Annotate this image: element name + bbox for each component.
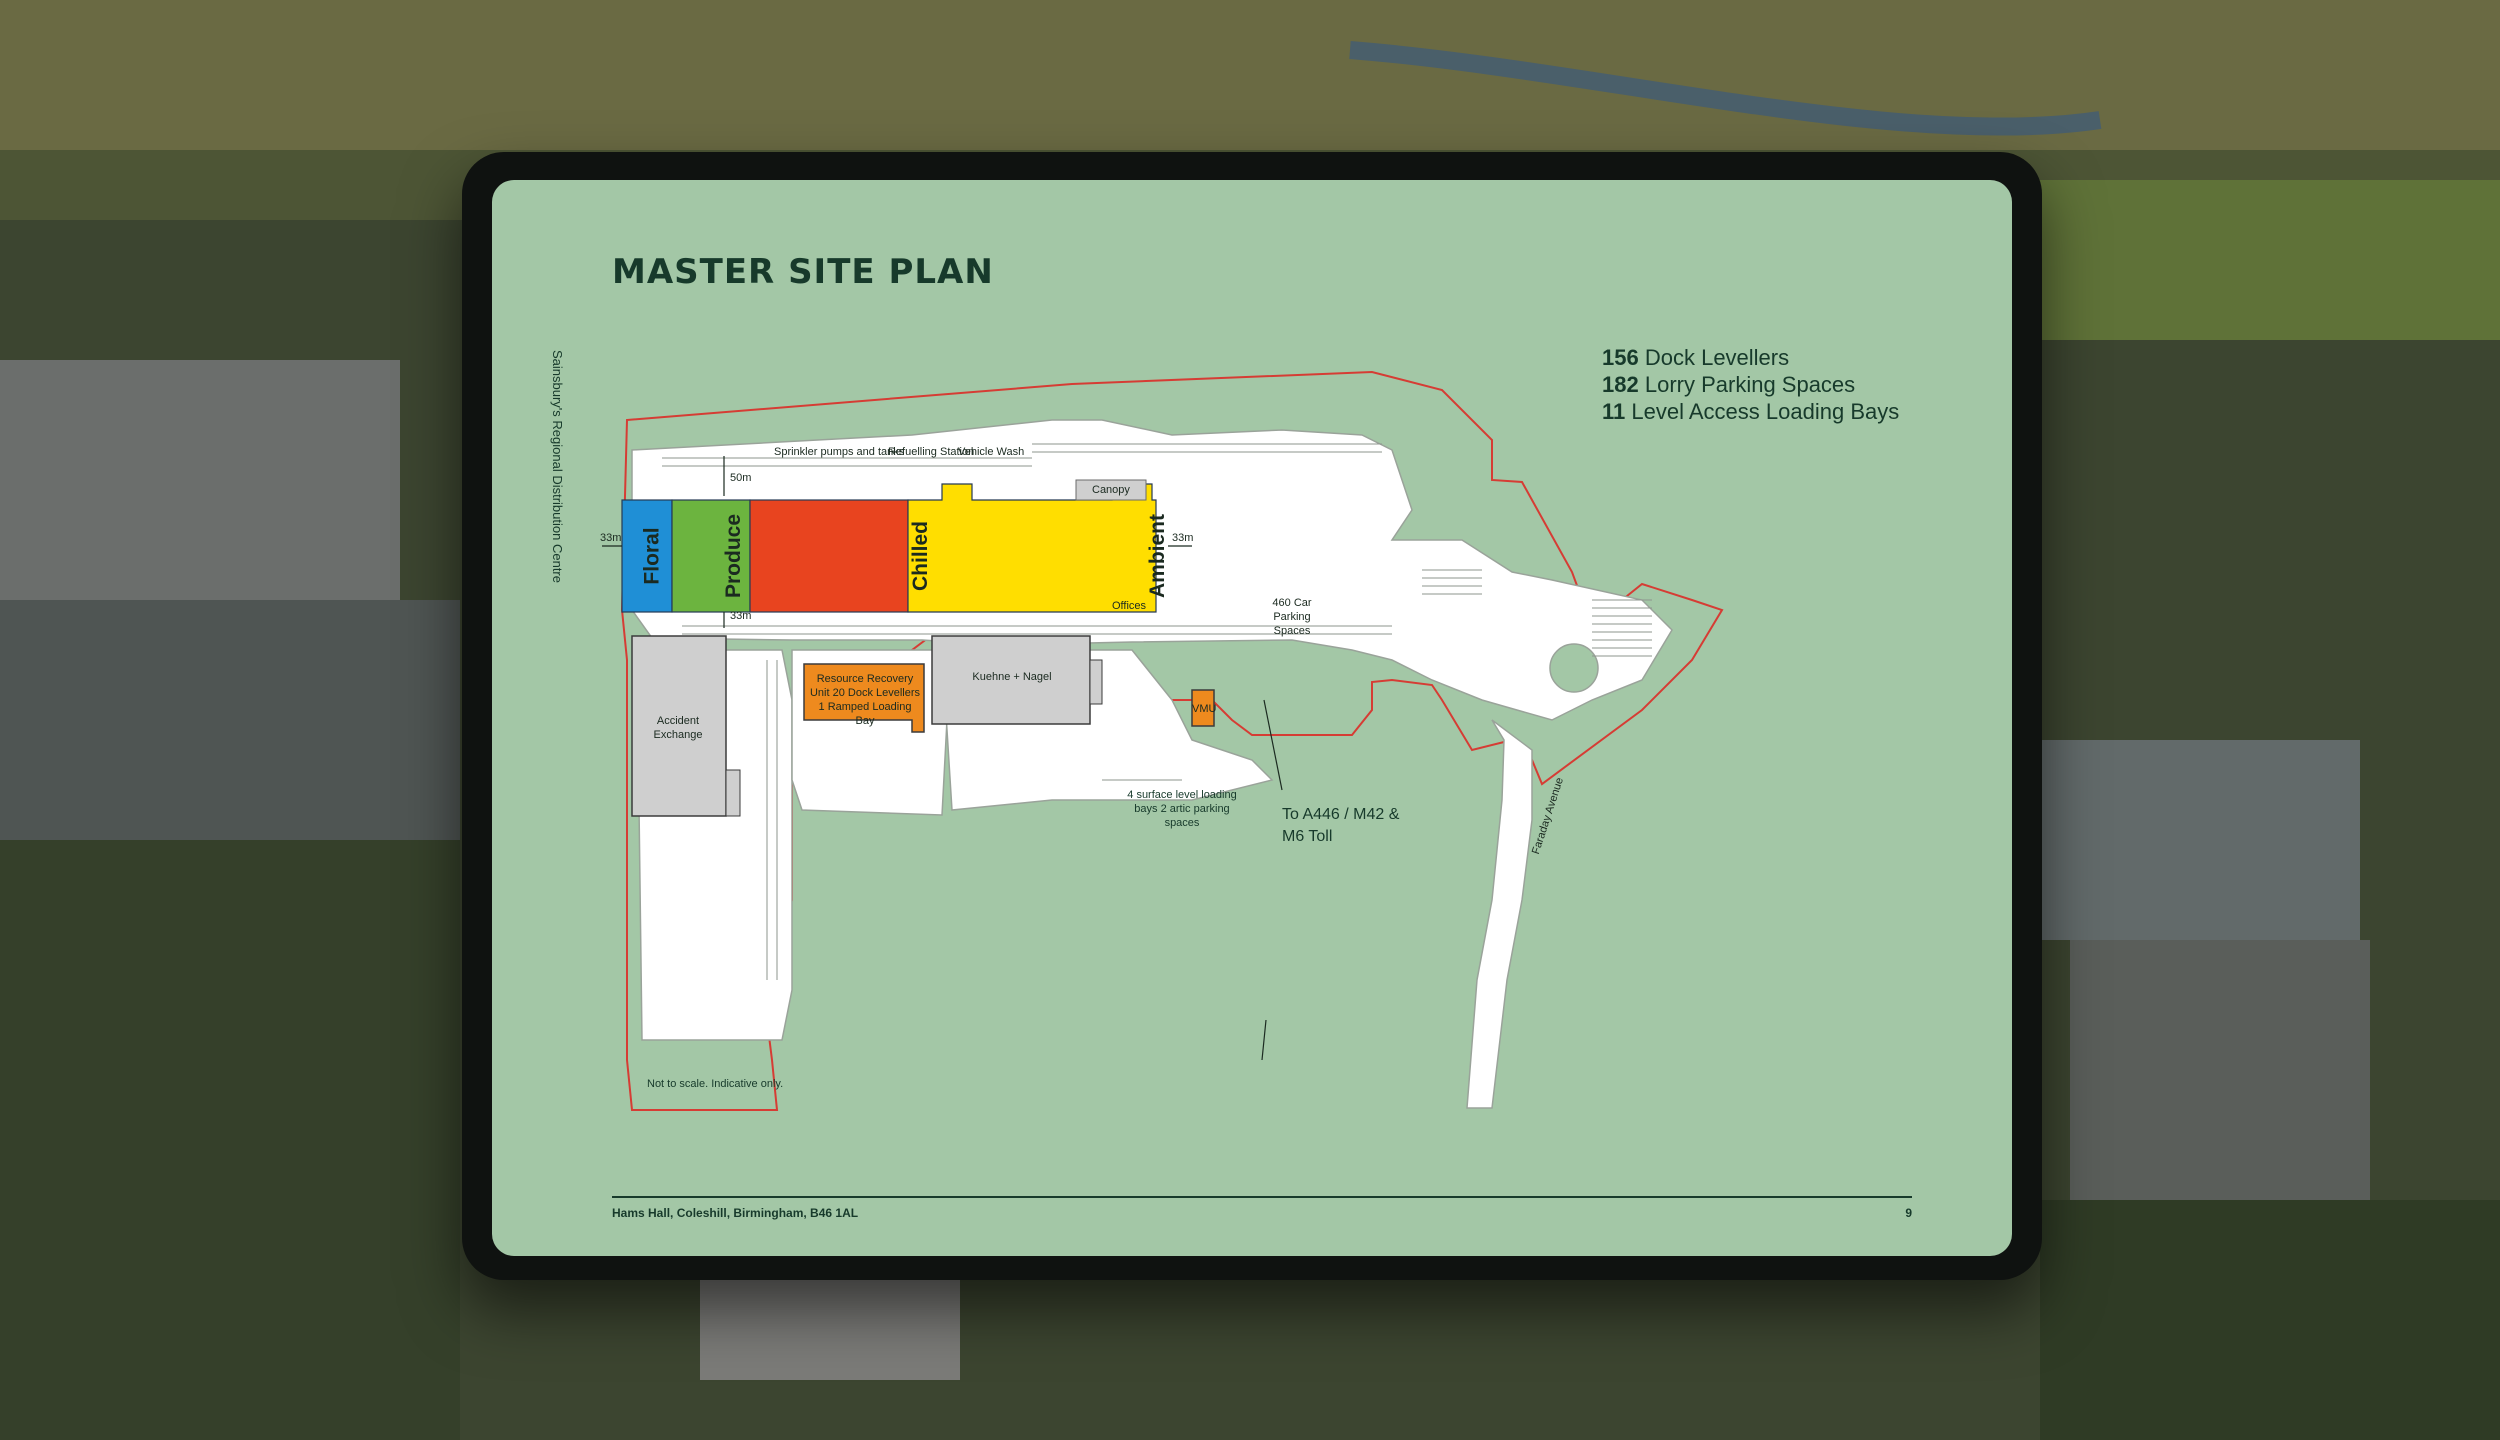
sprinkler-label: Sprinkler pumps and tanks xyxy=(774,446,905,458)
stat-level-access: 11 Level Access Loading Bays xyxy=(1602,399,1900,424)
site-plan-map xyxy=(602,370,1724,1111)
not-to-scale-note: Not to scale. Indicative only. xyxy=(647,1078,784,1090)
canopy-block xyxy=(1075,479,1147,501)
to-road-label: To A446 / M42 & M6 Toll xyxy=(1282,806,1400,845)
canopy-label: Canopy xyxy=(1092,484,1130,496)
stat-dock-levellers: 156 Dock Levellers xyxy=(1602,345,1790,370)
kuehne-nagel-label: Kuehne + Nagel xyxy=(972,671,1052,683)
roundabout xyxy=(1549,643,1599,693)
loading-bays-note: 4 surface level loading bays 2 artic par… xyxy=(1127,789,1237,829)
dim-33m-left: 33m xyxy=(600,532,622,544)
zone-ambient-block xyxy=(907,483,1157,613)
zone-floral-label: Floral xyxy=(640,527,664,585)
stats-list: 156 Dock Levellers 182 Lorry Parking Spa… xyxy=(1602,344,1899,425)
kuehne-nagel-offices xyxy=(1089,659,1103,705)
faraday-avenue-road xyxy=(1466,719,1533,1109)
resource-recovery-building xyxy=(803,663,925,733)
site-plan-page: MASTER SITE PLAN Sainsbury's Regional Di… xyxy=(492,180,2012,1256)
zone-chilled-label: Chilled xyxy=(909,520,933,592)
dim-33m-right: 33m xyxy=(1172,532,1194,544)
page-title: MASTER SITE PLAN xyxy=(612,252,994,292)
offices-label: Offices xyxy=(1112,600,1147,612)
footer-address: Hams Hall, Coleshill, Birmingham, B46 1A… xyxy=(612,1206,859,1220)
dim-33m-bottom: 33m xyxy=(730,610,752,622)
page-footer: Hams Hall, Coleshill, Birmingham, B46 1A… xyxy=(612,1196,1912,1220)
dimension-arrows xyxy=(602,456,1283,1061)
zone-ambient-label: Ambient xyxy=(1146,514,1169,598)
zone-produce-label: Produce xyxy=(722,513,746,599)
accident-exchange-offices xyxy=(725,769,741,817)
zone-chilled-block xyxy=(749,499,909,613)
page-number: 9 xyxy=(1905,1206,1912,1220)
accident-exchange-label: Accident Exchange xyxy=(653,715,703,741)
resource-recovery-label: Resource Recovery Unit 20 Dock Levellers… xyxy=(809,673,921,727)
accident-exchange-building xyxy=(631,635,727,817)
refuelling-label: Refuelling Station xyxy=(888,446,975,458)
car-parking-label: 460 Car Parking Spaces xyxy=(1272,597,1312,637)
vehicle-wash-label: Vehicle Wash xyxy=(958,446,1025,458)
zone-produce-block xyxy=(671,499,751,613)
dim-50m: 50m xyxy=(730,472,752,484)
kuehne-nagel-building xyxy=(931,635,1091,725)
vmu-building xyxy=(1191,689,1215,727)
stat-lorry-parking: 182 Lorry Parking Spaces xyxy=(1602,372,1856,397)
vmu-label: VMU xyxy=(1192,703,1217,715)
parking-bays xyxy=(662,443,1652,980)
